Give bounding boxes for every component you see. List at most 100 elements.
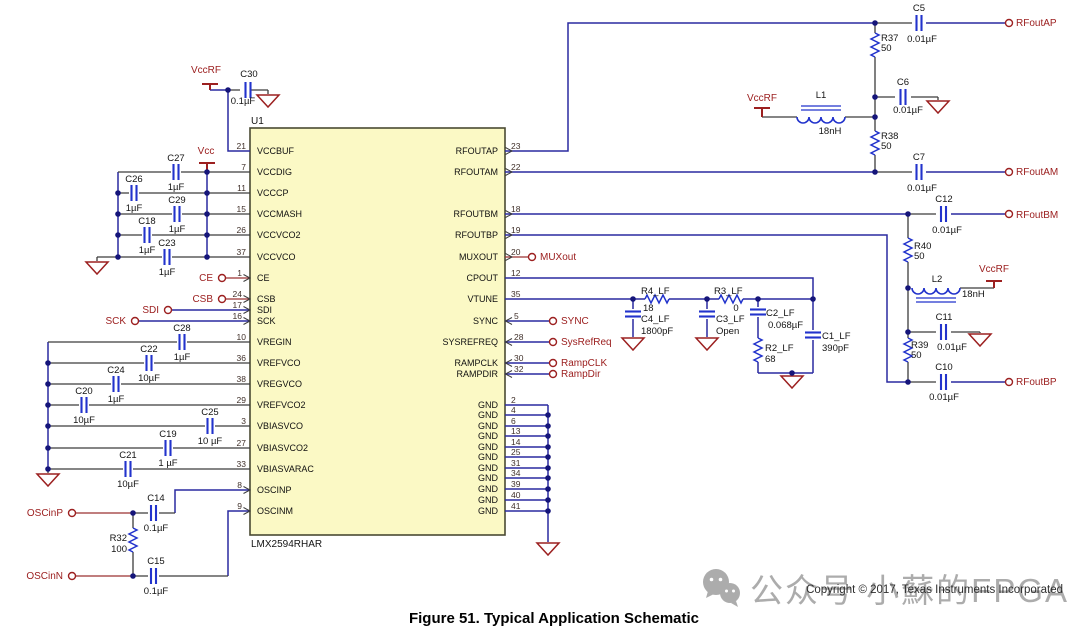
component-ref: C23 bbox=[158, 238, 175, 249]
port-label-sync: SYNC bbox=[561, 316, 589, 327]
pin-number: 34 bbox=[511, 468, 521, 478]
component-ref: C7 bbox=[913, 152, 925, 163]
pin-number: 16 bbox=[233, 311, 243, 321]
pin-name: GND bbox=[478, 452, 499, 462]
component-value: 0 bbox=[733, 303, 738, 314]
port-rfoutbm bbox=[1004, 209, 1014, 219]
pin-name: RFOUTAP bbox=[456, 146, 498, 156]
pin-name: GND bbox=[478, 473, 499, 483]
figure-caption: Figure 51. Typical Application Schematic bbox=[408, 610, 700, 627]
pin-name: OSCINP bbox=[257, 485, 292, 495]
component-ref: C2_LF bbox=[766, 308, 795, 319]
pin-number: 10 bbox=[237, 332, 247, 342]
resistor-r40 bbox=[903, 237, 913, 263]
pin-name: GND bbox=[478, 463, 499, 473]
component-ref: C3_LF bbox=[716, 314, 745, 325]
pin-name: VBIASVCO2 bbox=[257, 443, 308, 453]
capacitor-c4lf bbox=[623, 310, 643, 318]
pin-name: VCCVCO2 bbox=[257, 230, 301, 240]
pin-name: OSCINM bbox=[257, 506, 293, 516]
capacitor-c22 bbox=[145, 353, 153, 373]
port-sdi bbox=[163, 305, 173, 315]
component-ref: C18 bbox=[138, 216, 155, 227]
pin-name: VCCCP bbox=[257, 188, 289, 198]
pin-number: 40 bbox=[511, 490, 521, 500]
chip-part-number: LMX2594RHAR bbox=[251, 539, 322, 550]
component-ref: R4_LF bbox=[641, 286, 670, 297]
pin-number: 7 bbox=[241, 162, 246, 172]
port-rampclk bbox=[548, 358, 558, 368]
pin-name: CSB bbox=[257, 294, 276, 304]
pin-number: 3 bbox=[241, 416, 246, 426]
port-label-sysrefreq: SysRefReq bbox=[561, 337, 612, 348]
ground-icon bbox=[256, 94, 280, 108]
watermark-text: 公众号 小蘇的FPGA bbox=[750, 572, 1070, 609]
port-label-oscinn: OSCinN bbox=[26, 571, 63, 582]
port-label-rfoutam: RFoutAM bbox=[1016, 167, 1058, 178]
component-ref: L2 bbox=[932, 274, 943, 285]
component-value: 1µF bbox=[108, 394, 125, 405]
chip-refdes: U1 bbox=[251, 116, 264, 127]
component-ref: R39 bbox=[911, 340, 928, 351]
pin-name: VCCVCO bbox=[257, 252, 296, 262]
component-ref: L1 bbox=[816, 90, 827, 101]
port-label-rfoutap: RFoutAP bbox=[1016, 18, 1057, 29]
pin-number: 2 bbox=[511, 395, 516, 405]
inductor-symbols bbox=[796, 105, 961, 303]
ground-icon bbox=[36, 473, 60, 487]
pin-name: GND bbox=[478, 400, 499, 410]
component-value: 0.01µF bbox=[907, 34, 937, 45]
junction-dots bbox=[45, 20, 911, 579]
net-label-vccrf: VccRF bbox=[747, 93, 777, 104]
port-label-oscinp: OSCinP bbox=[27, 508, 63, 519]
port-ce bbox=[217, 273, 227, 283]
component-value: 18nH bbox=[962, 289, 985, 300]
capacitor-c25 bbox=[206, 416, 214, 436]
pin-name: SCK bbox=[257, 316, 276, 326]
component-value: 10µF bbox=[138, 373, 160, 384]
component-ref: C11 bbox=[936, 312, 953, 323]
component-ref: C4_LF bbox=[641, 314, 670, 325]
component-ref: C5 bbox=[913, 3, 925, 14]
pin-name: GND bbox=[478, 421, 499, 431]
inductor-l1-core bbox=[801, 105, 841, 111]
pin-number: 32 bbox=[514, 364, 524, 374]
component-labels: C30 0.1µF C27 1µF C26 1µF C29 1µF C18 1µ… bbox=[73, 3, 985, 597]
right-pin-numbers: 23 22 18 19 20 12 35 5 28 30 32 bbox=[511, 141, 524, 374]
pin-number: 30 bbox=[514, 353, 524, 363]
port-rfoutbp bbox=[1004, 377, 1014, 387]
component-value: 0.01µF bbox=[937, 342, 967, 353]
component-value: 18nH bbox=[819, 126, 842, 137]
capacitor-c10 bbox=[939, 372, 948, 392]
ground-icon bbox=[926, 100, 950, 114]
pin-number: 1 bbox=[237, 268, 242, 278]
port-sync bbox=[548, 316, 558, 326]
port-label-muxout: MUXout bbox=[540, 252, 576, 263]
component-value: Open bbox=[716, 326, 739, 337]
ground-icon bbox=[695, 337, 719, 351]
component-ref: C20 bbox=[75, 386, 92, 397]
component-value: 0.1µF bbox=[144, 586, 169, 597]
pin-name: GND bbox=[478, 506, 499, 516]
port-circles bbox=[67, 18, 1014, 581]
capacitor-c2lf bbox=[748, 308, 768, 316]
pin-name: GND bbox=[478, 410, 499, 420]
component-ref: C19 bbox=[159, 429, 176, 440]
pin-number: 35 bbox=[511, 289, 521, 299]
component-value: 10 µF bbox=[198, 436, 223, 447]
chip-u1: U1 LMX2594RHAR bbox=[249, 116, 506, 550]
pin-number: 11 bbox=[237, 183, 246, 193]
pin-number: 28 bbox=[514, 332, 524, 342]
pin-name: CE bbox=[257, 273, 270, 283]
pin-number: 27 bbox=[237, 438, 247, 448]
pin-name: VREGVCO bbox=[257, 379, 302, 389]
component-value: 1800pF bbox=[641, 326, 673, 337]
capacitor-c18 bbox=[143, 225, 151, 245]
pin-name: VCCBUF bbox=[257, 146, 295, 156]
port-label-rampdir: RampDir bbox=[561, 369, 601, 380]
port-label-csb: CSB bbox=[192, 294, 213, 305]
component-value: 0.1µF bbox=[231, 96, 256, 107]
component-ref: R32 bbox=[110, 533, 127, 544]
inductor-l2-core bbox=[916, 297, 956, 303]
